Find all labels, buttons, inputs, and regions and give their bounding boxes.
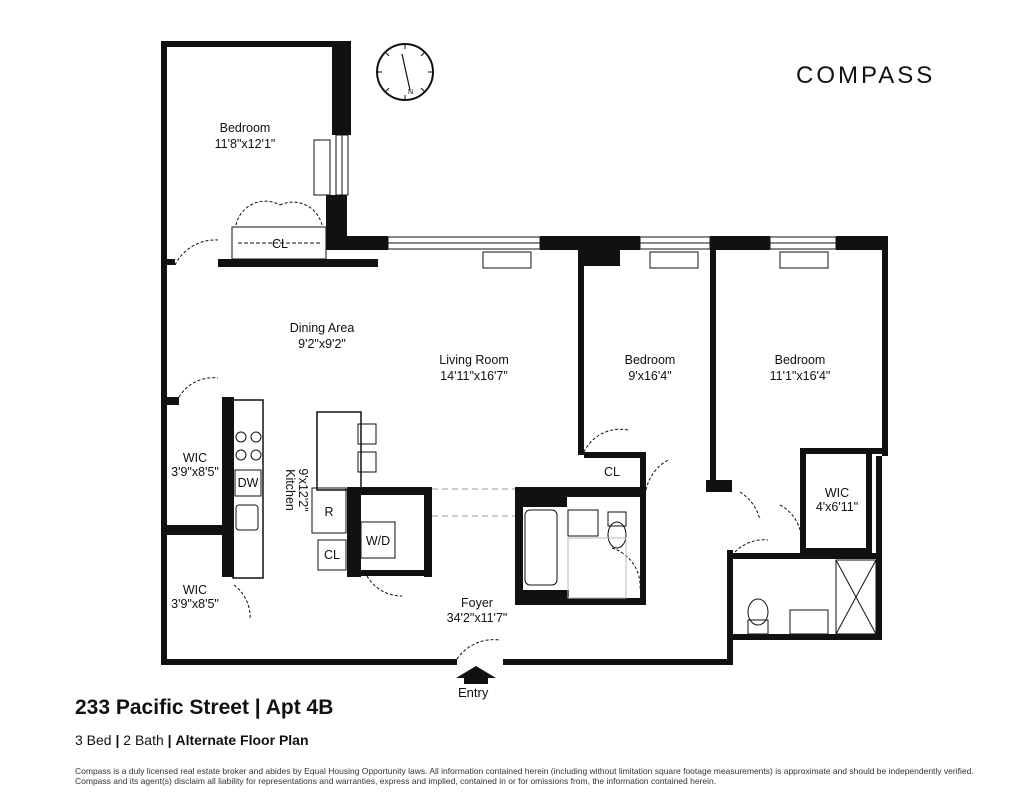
wic-left-top-size: 3'9"x8'5": [171, 465, 219, 479]
washer-dryer-label: W/D: [366, 534, 390, 548]
bedroom-top-size: 11'8"x12'1": [215, 137, 276, 151]
windows: [335, 134, 837, 250]
plan-type: Alternate Floor Plan: [175, 732, 309, 748]
dining-size: 9'2"x9'2": [298, 337, 346, 351]
wic-right-name: WIC: [825, 486, 849, 500]
closet-mid-label: CL: [604, 465, 620, 479]
living-size: 14'11"x16'7": [440, 369, 508, 383]
bedroom-right-name: Bedroom: [775, 353, 826, 367]
separator: |: [167, 732, 172, 748]
wic-left-top-name: WIC: [183, 451, 207, 465]
listing-address: 233 Pacific Street | Apt 4B: [75, 696, 334, 719]
foyer-size: 34'2"x11'7": [447, 611, 508, 625]
dishwasher-label: DW: [238, 476, 259, 490]
baths-count: 2 Bath: [123, 732, 164, 748]
closet-top-label: CL: [272, 237, 288, 251]
living-name: Living Room: [439, 353, 508, 367]
kitchen-fixtures: [234, 423, 396, 571]
radiators: [313, 139, 829, 269]
beds-count: 3 Bed: [75, 732, 112, 748]
entry-label: Entry: [458, 685, 489, 700]
wic-left-bottom-name: WIC: [183, 583, 207, 597]
disclaimer: Compass is a duly licensed real estate b…: [75, 766, 1005, 786]
bedroom-mid-size: 9'x16'4": [628, 369, 671, 383]
refrigerator-label: R: [324, 505, 333, 519]
foyer-name: Foyer: [461, 596, 493, 610]
walls: [161, 41, 888, 665]
bedroom-top-name: Bedroom: [220, 121, 271, 135]
compass-logo: COMPASS: [796, 62, 936, 89]
closet-top-shelf: [231, 226, 327, 260]
wic-left-bottom-size: 3'9"x8'5": [171, 597, 219, 611]
soffit-lines: [432, 488, 515, 517]
kitchen-name: Kitchen: [283, 469, 297, 511]
disclaimer-line: Compass and its agent(s) disclaim all li…: [75, 776, 717, 786]
dining-name: Dining Area: [290, 321, 355, 335]
svg-text:N: N: [408, 89, 413, 96]
kitchen-size: 9'x12'2": [296, 468, 310, 511]
bedroom-mid-name: Bedroom: [625, 353, 676, 367]
listing-summary: 3 Bed | 2 Bath | Alternate Floor Plan: [75, 732, 309, 748]
disclaimer-line: Compass is a duly licensed real estate b…: [75, 766, 974, 776]
compass-rose-icon: N: [376, 43, 434, 101]
room-labels: Bedroom 11'8"x12'1" CL Dining Area 9'2"x…: [171, 121, 858, 625]
closet-kitchen-label: CL: [324, 548, 340, 562]
bedroom-right-size: 11'1"x16'4": [770, 369, 831, 383]
doors: [174, 200, 801, 660]
separator: |: [115, 732, 120, 748]
entry-arrow-icon: [456, 666, 496, 684]
bath-fixtures: [524, 509, 877, 635]
wic-right-size: 4'x6'11": [816, 500, 858, 514]
